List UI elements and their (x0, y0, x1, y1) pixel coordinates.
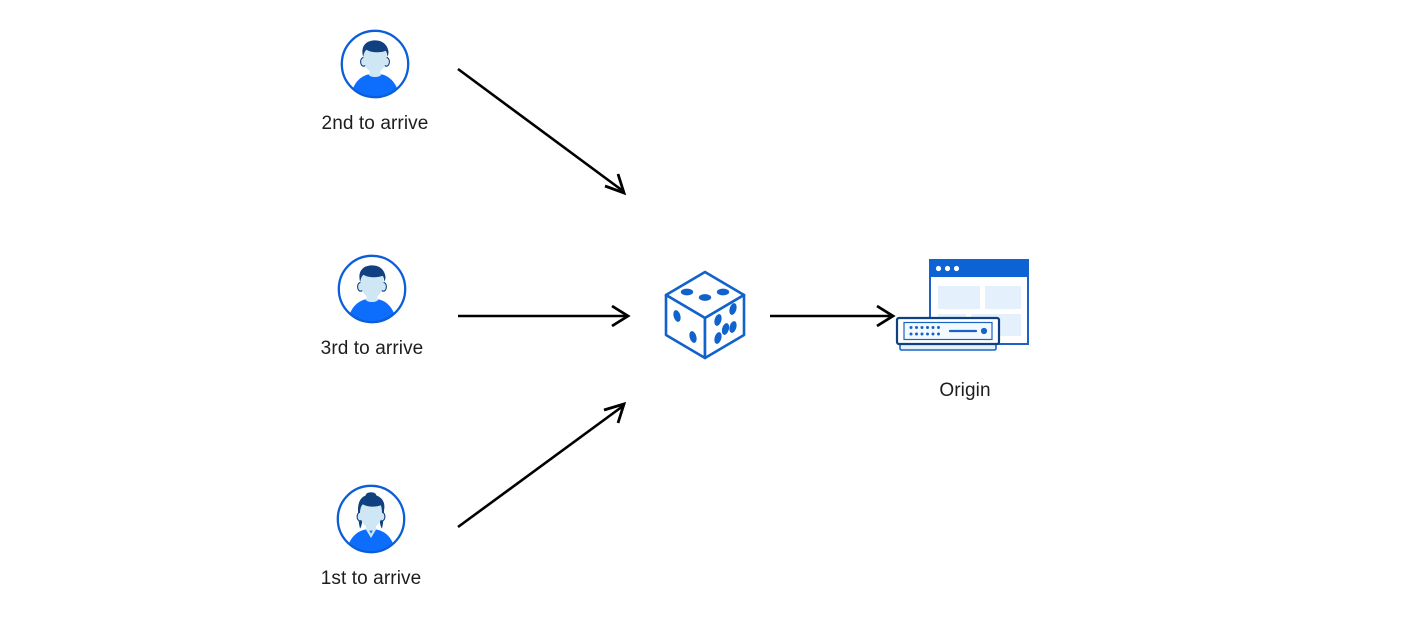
server-appliance-icon (895, 316, 1001, 351)
user-avatar-female-icon (335, 483, 407, 555)
window-dot-3 (953, 265, 960, 272)
user-avatar-male-icon (339, 28, 411, 100)
user-avatar-male-icon (336, 253, 408, 325)
arrow-3rd-to-dice (458, 304, 631, 328)
content-panel-1 (938, 286, 980, 309)
node-label-client-2nd: 2nd to arrive (321, 113, 429, 134)
origin-server-website-icon (880, 256, 1050, 368)
content-panel-2 (985, 286, 1021, 309)
server-status-led (980, 327, 988, 335)
node-label-origin: Origin (939, 380, 991, 401)
dice-icon (659, 267, 751, 363)
node-randomizer (657, 267, 753, 363)
node-client-1st: 1st to arrive (307, 483, 435, 590)
window-dot-1 (935, 265, 942, 272)
node-client-2nd: 2nd to arrive (311, 28, 439, 135)
node-origin: Origin (880, 256, 1050, 402)
server-port-grid (909, 326, 940, 336)
arrow-2nd-to-dice (457, 67, 627, 196)
node-client-3rd: 3rd to arrive (308, 253, 436, 360)
arrow-dice-to-origin (770, 304, 896, 328)
node-label-client-1st: 1st to arrive (320, 568, 422, 589)
arrow-1st-to-dice (457, 401, 627, 529)
node-label-client-3rd: 3rd to arrive (320, 338, 424, 359)
window-dot-2 (944, 265, 951, 272)
